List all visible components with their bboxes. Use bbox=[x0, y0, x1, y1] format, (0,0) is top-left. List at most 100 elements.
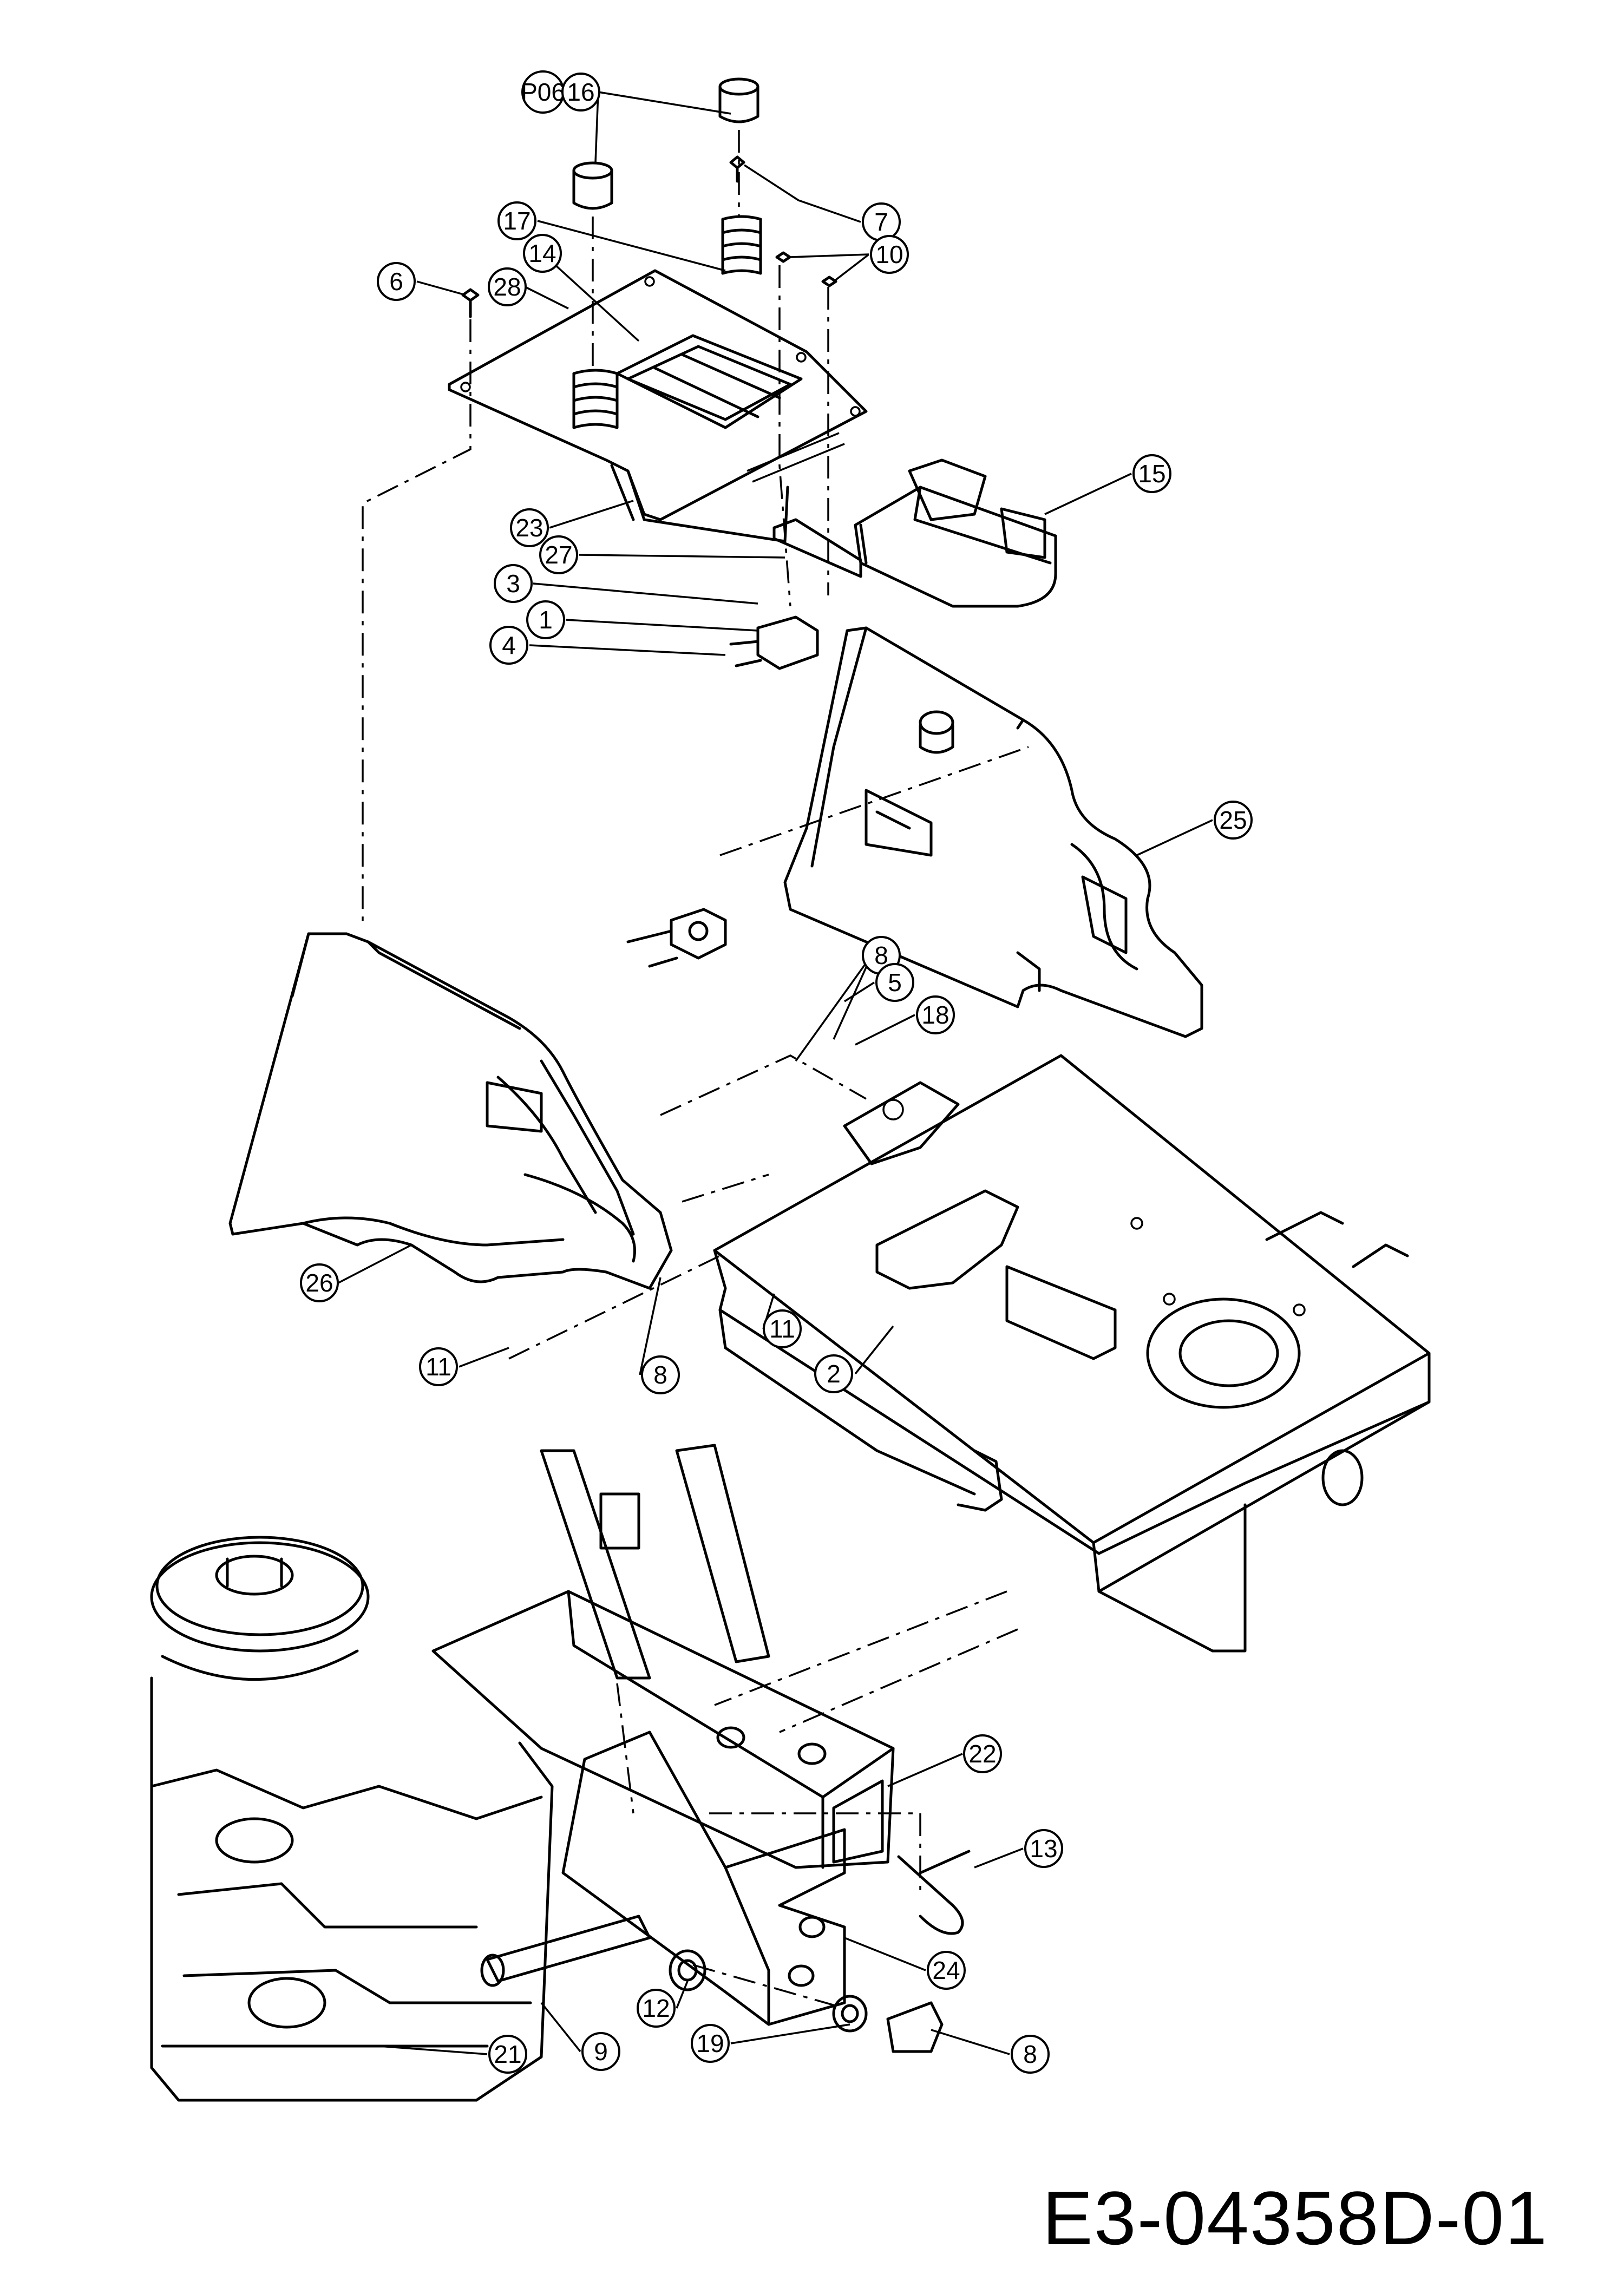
callout-label: 14 bbox=[528, 239, 556, 267]
callout-18: 18 bbox=[916, 995, 955, 1034]
callout-circle bbox=[1011, 2035, 1050, 2074]
callout-25: 25 bbox=[1214, 801, 1253, 840]
callout-10: 10 bbox=[870, 235, 909, 274]
callout-circle bbox=[875, 963, 914, 1002]
callout-4: 4 bbox=[489, 626, 528, 665]
callout-8: 8 bbox=[641, 1355, 680, 1394]
transmission-pulley bbox=[150, 1536, 370, 1681]
callout-label: 8 bbox=[653, 1361, 667, 1389]
callout-2: 2 bbox=[814, 1354, 853, 1393]
callout-label: 23 bbox=[515, 514, 543, 542]
main-frame bbox=[713, 1054, 1431, 1653]
callout-label: 26 bbox=[305, 1269, 333, 1297]
callout-label: 6 bbox=[389, 267, 403, 296]
callout-circle bbox=[539, 535, 578, 574]
callout-circle bbox=[300, 1263, 339, 1302]
callout-circle bbox=[510, 508, 549, 547]
callout-3: 3 bbox=[494, 564, 533, 603]
callout-label: 19 bbox=[696, 2029, 724, 2057]
callout-16: 16 bbox=[561, 73, 600, 112]
callout-label: 22 bbox=[968, 1740, 996, 1768]
bumper-left bbox=[572, 161, 613, 210]
callout-circle bbox=[419, 1347, 458, 1386]
callout-label: 4 bbox=[502, 631, 516, 659]
spring-left bbox=[572, 369, 619, 429]
callout-label: 9 bbox=[594, 2037, 608, 2066]
callout-label: 17 bbox=[503, 207, 531, 235]
callout-circle bbox=[691, 2024, 730, 2063]
callout-21: 21 bbox=[488, 2035, 527, 2074]
callout-label: 18 bbox=[921, 1001, 949, 1029]
callout-label: 13 bbox=[1030, 1834, 1057, 1863]
callout-label: 5 bbox=[888, 968, 902, 997]
callout-1: 1 bbox=[526, 600, 565, 639]
drawbar-bracket bbox=[561, 1731, 846, 2026]
callout-circle bbox=[489, 626, 528, 665]
callout-19: 19 bbox=[691, 2024, 730, 2063]
callout-label: 8 bbox=[874, 941, 888, 969]
callout-17: 17 bbox=[497, 201, 536, 240]
callout-28: 28 bbox=[488, 267, 527, 306]
lynch-pin bbox=[897, 1850, 971, 1935]
callout-14: 14 bbox=[523, 234, 562, 273]
callout-P06: P06 bbox=[521, 70, 565, 114]
callout-label: 1 bbox=[539, 606, 553, 634]
console-cover bbox=[854, 458, 1057, 608]
callout-label: 10 bbox=[875, 240, 903, 268]
callout-15: 15 bbox=[1132, 454, 1171, 493]
callout-label: 7 bbox=[874, 208, 888, 236]
callout-24: 24 bbox=[927, 1951, 966, 1990]
callout-circle bbox=[523, 234, 562, 273]
steering-shaft bbox=[540, 1444, 770, 1680]
callout-7: 7 bbox=[862, 202, 901, 241]
axle-tube bbox=[431, 1590, 895, 1869]
seat-plate bbox=[448, 269, 868, 543]
callout-circle bbox=[494, 564, 533, 603]
callout-circle bbox=[916, 995, 955, 1034]
callout-circle bbox=[963, 1734, 1002, 1773]
callout-11: 11 bbox=[419, 1347, 458, 1386]
callout-label: P06 bbox=[521, 78, 565, 106]
callout-11: 11 bbox=[763, 1309, 802, 1348]
switch bbox=[729, 615, 819, 670]
callout-circle bbox=[1132, 454, 1171, 493]
ignition-switch-holder bbox=[626, 908, 727, 968]
callout-circle bbox=[763, 1309, 802, 1348]
callout-circle bbox=[814, 1354, 853, 1393]
callout-label: 21 bbox=[494, 2040, 521, 2068]
callout-12: 12 bbox=[637, 1989, 676, 2028]
callout-circle bbox=[637, 1989, 676, 2028]
callout-circle bbox=[377, 262, 416, 301]
spacer-washer-bolt bbox=[669, 1949, 944, 2053]
callout-6: 6 bbox=[377, 262, 416, 301]
callout-circle bbox=[1024, 1829, 1063, 1868]
small-fasteners-top bbox=[461, 155, 837, 318]
bumper-right bbox=[718, 77, 759, 123]
callout-9: 9 bbox=[581, 2032, 620, 2071]
callout-label: 12 bbox=[642, 1994, 670, 2022]
callout-23: 23 bbox=[510, 508, 549, 547]
callout-22: 22 bbox=[963, 1734, 1002, 1773]
callout-circle bbox=[488, 2035, 527, 2074]
callout-label: 11 bbox=[425, 1353, 451, 1381]
callout-label: 28 bbox=[493, 273, 521, 301]
callout-circle bbox=[641, 1355, 680, 1394]
callout-circle bbox=[870, 235, 909, 274]
spring-right bbox=[721, 215, 762, 275]
assembly-lines bbox=[362, 130, 1029, 2009]
leader-lines bbox=[338, 91, 1213, 2055]
callout-circle bbox=[497, 201, 536, 240]
callout-label: 24 bbox=[932, 1956, 960, 1984]
callout-circle bbox=[927, 1951, 966, 1990]
callout-circle bbox=[488, 267, 527, 306]
side-panel-right bbox=[783, 626, 1203, 1038]
callout-circle bbox=[581, 2032, 620, 2071]
callout-label: 15 bbox=[1138, 460, 1165, 488]
callout-circle bbox=[1214, 801, 1253, 840]
hitch-pin bbox=[480, 1915, 651, 1987]
drawing-id: E3-04358D-01 bbox=[1042, 2175, 1548, 2260]
callout-27: 27 bbox=[539, 535, 578, 574]
switch-bracket bbox=[772, 518, 862, 578]
